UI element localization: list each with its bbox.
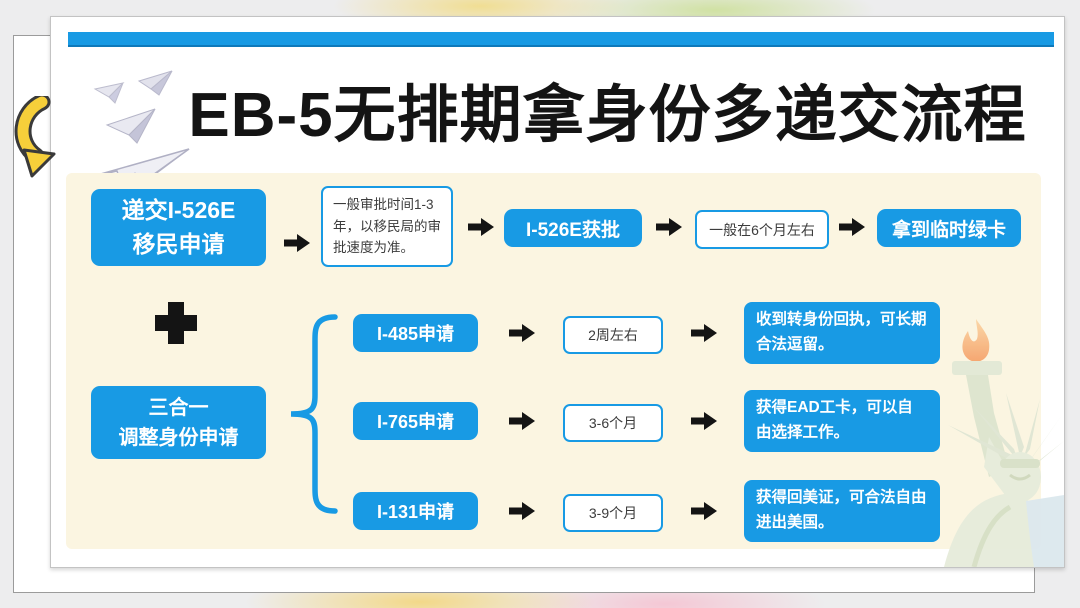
step-box-three-in-one: 三合一 调整身份申请	[91, 386, 266, 459]
plus-icon	[155, 302, 197, 344]
curly-brace-decoration	[290, 314, 338, 514]
statue-of-liberty-illustration	[944, 319, 1064, 567]
duration-box-i485: 2周左右	[563, 316, 663, 354]
top-accent-bar	[68, 32, 1054, 47]
result-box-i131: 获得回美证，可合法自由进出美国。	[744, 480, 940, 542]
arrow-right-icon	[691, 412, 717, 430]
arrow-right-icon	[656, 218, 682, 236]
form-box-i485: I-485申请	[353, 314, 478, 352]
arrow-right-icon	[468, 218, 494, 236]
form-box-i765: I-765申请	[353, 402, 478, 440]
arrow-right-icon	[691, 324, 717, 342]
result-box-i485: 收到转身份回执，可长期合法逗留。	[744, 302, 940, 364]
curved-arrow-icon	[14, 96, 56, 178]
paper-card-main: EB-5无排期拿身份多递交流程	[50, 16, 1065, 568]
result-box-i765: 获得EAD工卡，可以自由选择工作。	[744, 390, 940, 452]
duration-box-i131: 3-9个月	[563, 494, 663, 532]
page-title: EB-5无排期拿身份多递交流程	[188, 81, 1027, 150]
note-box-approval-time: 一般审批时间1-3年，以移民局的审批速度为准。	[321, 186, 453, 267]
duration-box-i765: 3-6个月	[563, 404, 663, 442]
step-box-i526e-approved: I-526E获批	[504, 209, 642, 247]
arrow-right-icon	[509, 502, 535, 520]
arrow-right-icon	[509, 412, 535, 430]
arrow-right-icon	[839, 218, 865, 236]
arrow-right-icon	[691, 502, 717, 520]
step-box-i526e-submit: 递交I-526E 移民申请	[91, 189, 266, 266]
form-box-i131: I-131申请	[353, 492, 478, 530]
note-box-six-months: 一般在6个月左右	[695, 210, 829, 249]
arrow-right-icon	[284, 234, 310, 252]
step-box-temp-green-card: 拿到临时绿卡	[877, 209, 1021, 247]
arrow-right-icon	[509, 324, 535, 342]
